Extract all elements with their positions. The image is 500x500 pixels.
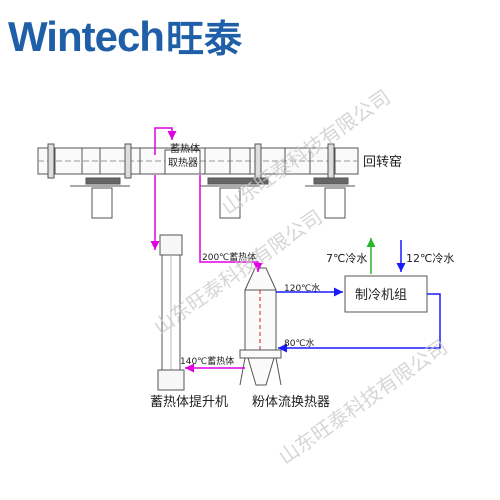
extractor-label-1: 蓄热体	[170, 142, 200, 155]
temp-200-label: 200℃蓄热体	[202, 251, 256, 263]
elevator-label: 蓄热体提升机	[150, 394, 228, 410]
logo-chinese: 旺泰	[165, 17, 242, 61]
temp-7-label: 7℃冷水	[326, 252, 367, 265]
water-loop	[276, 287, 441, 353]
temp-120-label: 120℃水	[284, 282, 320, 294]
company-logo: Wintech 旺泰	[8, 6, 242, 61]
heat-exchanger	[239, 267, 282, 386]
bucket-elevator	[157, 234, 185, 391]
heat-extractor	[164, 149, 201, 175]
temp-140-label: 140℃蓄热体	[180, 355, 234, 367]
extractor-label-2: 取热器	[168, 156, 198, 169]
temp-12-label: 12℃冷水	[406, 252, 454, 265]
kiln-label: 回转窑	[363, 154, 402, 170]
heat-carrier-loop	[150, 127, 263, 373]
temp-80-label: 80℃水	[284, 337, 315, 349]
chiller-box	[344, 275, 428, 313]
chiller-label: 制冷机组	[355, 288, 407, 303]
exchanger-label: 粉体流换热器	[252, 395, 330, 410]
logo-latin: Wintech	[8, 13, 165, 60]
